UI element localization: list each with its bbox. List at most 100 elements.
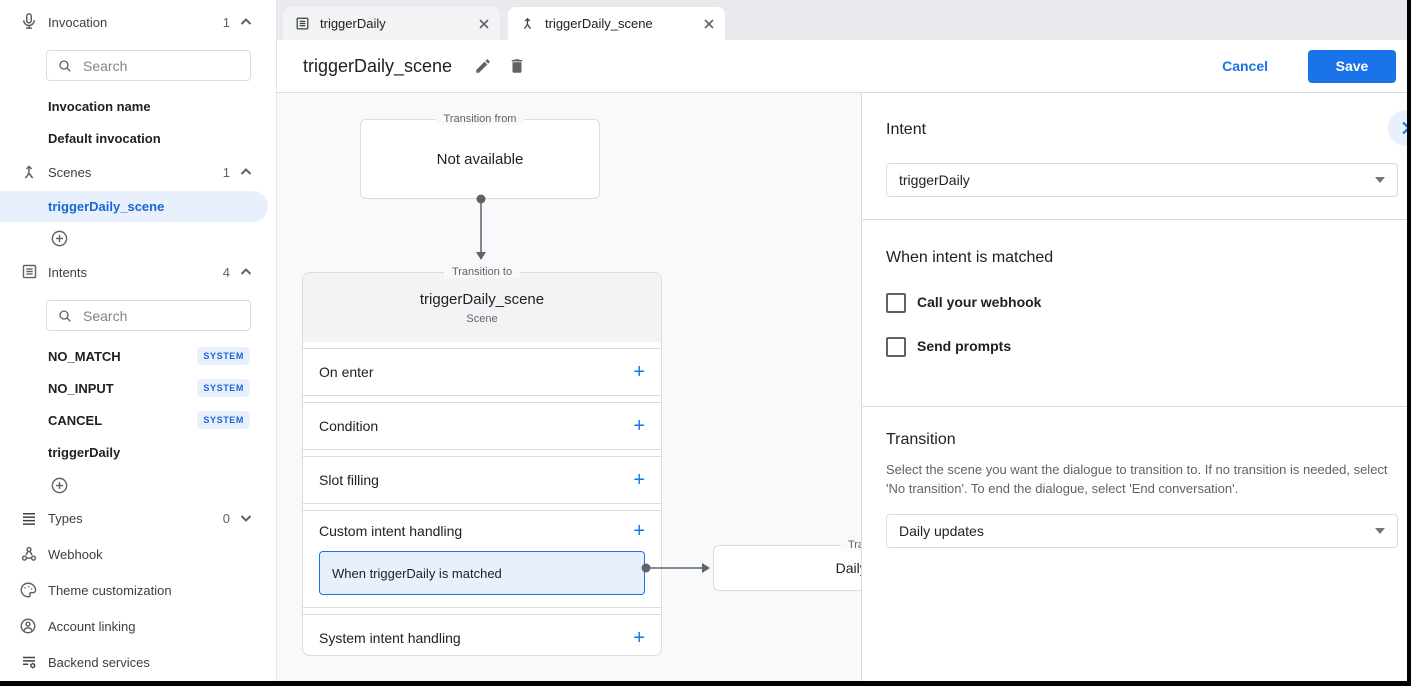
- microphone-icon: [20, 12, 38, 30]
- scene-node-card: Transition to triggerDaily_scene Scene O…: [302, 266, 662, 656]
- transition-select[interactable]: Daily updates: [886, 514, 1398, 548]
- transition-section-title: Transition: [886, 431, 956, 448]
- types-icon: [20, 510, 38, 528]
- intents-count: 4: [222, 265, 230, 280]
- sidebar-section-account-linking[interactable]: Account linking: [48, 619, 136, 634]
- chevron-up-icon[interactable]: [240, 168, 252, 176]
- intents-search-input[interactable]: [81, 306, 225, 325]
- add-icon[interactable]: +: [633, 469, 645, 491]
- sidebar-item-triggerdaily-scene[interactable]: triggerDaily_scene: [0, 191, 268, 222]
- types-count: 0: [222, 511, 230, 526]
- sidebar-section-scenes[interactable]: Scenes: [48, 165, 92, 180]
- delete-icon[interactable]: [508, 57, 526, 75]
- collapse-panel-button[interactable]: [1388, 110, 1407, 146]
- webhook-icon: [20, 545, 38, 563]
- save-button[interactable]: Save: [1308, 49, 1396, 83]
- add-icon[interactable]: +: [633, 361, 645, 383]
- transition-target-box[interactable]: Transition to Daily updates: [713, 539, 861, 591]
- chevron-right-icon: [1402, 121, 1407, 135]
- chevron-up-icon[interactable]: [240, 18, 252, 26]
- transition-to-legend: Transition to: [443, 266, 521, 278]
- tab-triggerdaily[interactable]: triggerDaily: [283, 7, 500, 40]
- scenes-icon: [20, 163, 38, 181]
- page-title: triggerDaily_scene: [303, 55, 453, 76]
- sidebar-section-theme[interactable]: Theme customization: [48, 583, 172, 598]
- tab-label: triggerDaily: [320, 16, 386, 31]
- chevron-up-icon[interactable]: [240, 268, 252, 276]
- section-divider: [862, 406, 1407, 407]
- call-webhook-label: Call your webhook: [917, 294, 1042, 310]
- scene-node-header[interactable]: triggerDaily_scene Scene: [303, 273, 661, 342]
- section-divider: [862, 219, 1407, 220]
- chevron-down-icon[interactable]: [240, 514, 252, 522]
- scene-row-slot-filling: Slot filling+: [303, 456, 661, 504]
- work-area: Transition from Not available Transition…: [277, 93, 1407, 681]
- intents-search[interactable]: [46, 300, 251, 331]
- system-badge: SYSTEM: [197, 379, 250, 397]
- scene-row-on-enter: On enter +: [303, 348, 661, 396]
- sidebar-section-backend-services[interactable]: Backend services: [48, 655, 150, 670]
- dropdown-caret-icon: [1375, 177, 1385, 183]
- sidebar-item-no-match[interactable]: NO_MATCH: [48, 349, 121, 364]
- scene-canvas: Transition from Not available Transition…: [277, 93, 861, 681]
- intent-select[interactable]: triggerDaily: [886, 163, 1398, 197]
- system-badge: SYSTEM: [197, 347, 250, 365]
- intent-section-title: Intent: [886, 121, 927, 138]
- selected-scene-label: triggerDaily_scene: [48, 199, 165, 214]
- toolbar: triggerDaily_scene Cancel Save: [277, 40, 1407, 93]
- transition-target-title: Daily updates: [835, 560, 861, 576]
- add-icon[interactable]: +: [633, 627, 645, 649]
- tab-strip: triggerDaily triggerDaily_scene: [277, 0, 1407, 40]
- add-scene-button[interactable]: [50, 229, 69, 248]
- intent-detail-panel: Intent triggerDaily When intent is match…: [861, 93, 1407, 681]
- matched-intent-handler[interactable]: When triggerDaily is matched: [319, 551, 645, 595]
- edit-icon[interactable]: [474, 57, 492, 75]
- transition-from-legend: Transition from: [435, 113, 525, 125]
- add-intent-button[interactable]: [50, 476, 69, 495]
- transition-description: Select the scene you want the dialogue t…: [886, 462, 1388, 496]
- sidebar-item-invocation-name[interactable]: Invocation name: [48, 99, 151, 114]
- close-icon[interactable]: [478, 18, 490, 30]
- scene-row-system-intent: System intent handling+: [303, 614, 661, 661]
- sidebar-item-triggerdaily[interactable]: triggerDaily: [48, 445, 121, 460]
- transition-from-text: Not available: [436, 150, 524, 168]
- invocation-count: 1: [222, 15, 230, 30]
- sidebar-section-types[interactable]: Types: [48, 511, 83, 526]
- row-label: On enter: [319, 364, 374, 380]
- search-icon: [59, 309, 71, 322]
- scene-icon: [523, 17, 532, 29]
- matched-intent-label: When triggerDaily is matched: [332, 565, 502, 581]
- transition-target-legend: Transition to: [839, 539, 861, 551]
- invocation-search-input[interactable]: [81, 56, 225, 75]
- transition-from-box: Transition from Not available: [360, 113, 600, 199]
- sidebar-item-no-input[interactable]: NO_INPUT: [48, 381, 114, 396]
- intent-icon: [296, 17, 309, 30]
- scene-row-custom-intent: Custom intent handling + When triggerDail…: [303, 510, 661, 608]
- send-prompts-label: Send prompts: [917, 338, 1012, 354]
- add-icon[interactable]: +: [633, 415, 645, 437]
- invocation-search[interactable]: [46, 50, 251, 81]
- row-label: Custom intent handling: [319, 523, 463, 539]
- send-prompts-checkbox[interactable]: [886, 337, 906, 357]
- call-webhook-checkbox[interactable]: [886, 293, 906, 313]
- sidebar-section-intents[interactable]: Intents: [48, 265, 88, 280]
- cancel-button[interactable]: Cancel: [1222, 58, 1268, 74]
- add-icon[interactable]: +: [633, 520, 645, 542]
- system-badge: SYSTEM: [197, 411, 250, 429]
- intents-icon: [21, 263, 38, 280]
- sidebar: Invocation 1 Invocation name Default inv…: [0, 0, 277, 681]
- search-icon: [59, 59, 71, 72]
- sidebar-section-invocation[interactable]: Invocation: [48, 15, 108, 30]
- tab-label: triggerDaily_scene: [545, 16, 653, 31]
- scenes-count: 1: [222, 165, 230, 180]
- intent-select-value: triggerDaily: [899, 172, 970, 188]
- theme-icon: [19, 581, 37, 599]
- close-icon[interactable]: [703, 18, 715, 30]
- sidebar-item-default-invocation[interactable]: Default invocation: [48, 131, 161, 146]
- matched-section-title: When intent is matched: [886, 249, 1054, 266]
- tab-triggerdaily-scene[interactable]: triggerDaily_scene: [508, 7, 725, 40]
- sidebar-section-webhook[interactable]: Webhook: [48, 547, 103, 562]
- scene-row-condition: Condition+: [303, 402, 661, 450]
- scene-node-subtitle: Scene: [466, 312, 498, 325]
- sidebar-item-cancel[interactable]: CANCEL: [48, 413, 103, 428]
